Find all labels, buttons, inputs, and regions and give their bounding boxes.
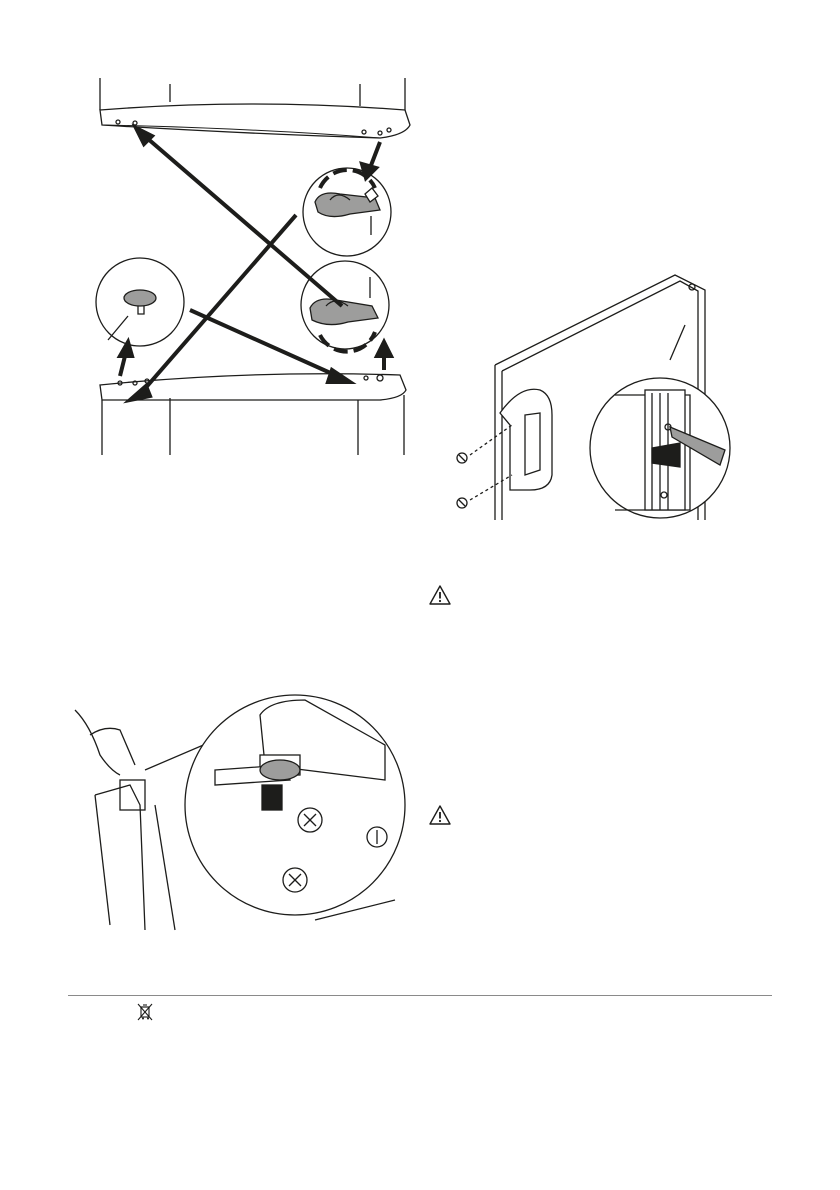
wrench-adjustment-illustration	[65, 685, 415, 935]
hinge-reversal-illustration	[80, 70, 425, 460]
footer-divider	[68, 995, 772, 996]
door-handle-figure	[440, 265, 750, 520]
warning-triangle-icon	[428, 804, 452, 826]
wrench-adjustment-figure	[65, 685, 415, 935]
crossed-out-wheelie-bin-icon	[137, 1003, 153, 1022]
hinge-reversal-figure	[80, 70, 425, 460]
door-handle-illustration	[440, 265, 750, 520]
warning-triangle-icon	[428, 584, 452, 606]
